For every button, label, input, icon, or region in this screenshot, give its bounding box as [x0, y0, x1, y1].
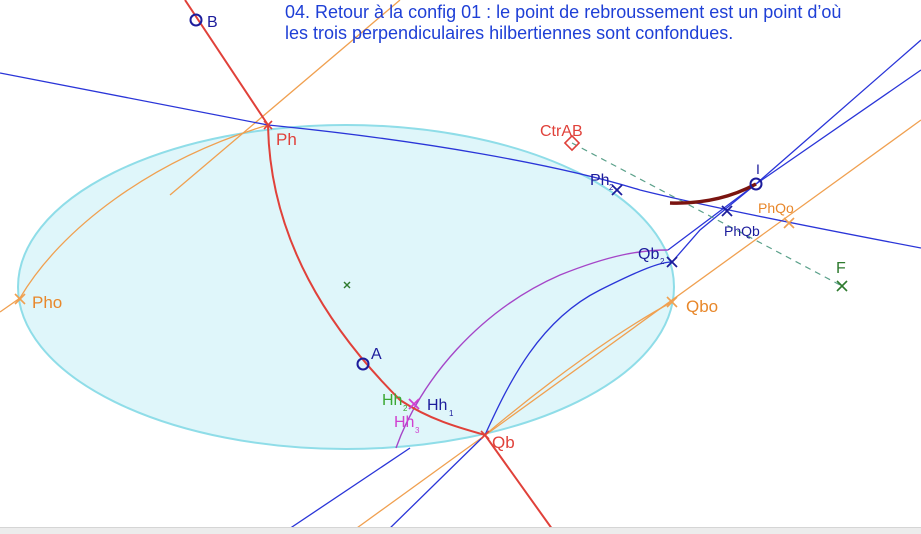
center-mark — [343, 281, 351, 289]
label-Qb2-sub: 2 — [660, 257, 665, 266]
label-Pho: Pho — [32, 293, 62, 312]
label-Ph2: Ph — [590, 172, 610, 189]
cross-Pho[interactable] — [14, 293, 26, 305]
dashed-line — [571, 142, 843, 287]
label-B: B — [207, 14, 218, 31]
label-PhQo: PhQo — [758, 200, 794, 216]
orange-line-lower-a — [349, 119, 921, 533]
cross-Ph2[interactable] — [611, 184, 623, 196]
label-Qbo: Qbo — [686, 297, 718, 316]
cross-Hh[interactable] — [408, 398, 420, 410]
label-PhQb: PhQb — [724, 223, 760, 239]
caption-text: 04. Retour à la config 01 : le point de … — [285, 2, 905, 44]
red-curve — [184, 0, 556, 533]
label-Hh1: Hh — [427, 397, 447, 414]
point-B[interactable] — [189, 13, 203, 27]
cross-F[interactable] — [836, 280, 848, 292]
label-Hh3-sub: 3 — [415, 426, 420, 435]
cross-PhQo[interactable] — [783, 217, 795, 229]
blue-curve-hh — [667, 39, 921, 251]
label-A: A — [371, 346, 382, 363]
blue-curve-qb2 — [671, 69, 921, 263]
cross-Ph[interactable] — [263, 120, 273, 130]
label-Hh2: Hh — [382, 392, 402, 409]
label-Ph2-sub: 2 — [609, 183, 614, 192]
cross-Qbo[interactable] — [666, 296, 678, 308]
bottom-scrollbar[interactable] — [0, 527, 921, 534]
orange-curve-qbo — [484, 301, 673, 436]
cross-Qb[interactable] — [480, 430, 490, 440]
label-Hh1-sub: 1 — [449, 409, 454, 418]
label-I: I — [756, 161, 760, 177]
blue-line-ph — [0, 72, 921, 249]
blue-lines — [0, 39, 921, 533]
blue-line-lower-2 — [384, 434, 486, 533]
orange-line-upper — [169, 0, 401, 196]
point-A[interactable] — [356, 357, 370, 371]
label-Qb2: Qb — [638, 246, 659, 263]
cross-PhQb[interactable] — [721, 205, 733, 217]
caption-line-1: 04. Retour à la config 01 : le point de … — [285, 2, 842, 22]
orange-curve-pho — [0, 124, 269, 313]
purple-curve — [395, 249, 669, 449]
label-Hh2-sub: 2 — [403, 404, 408, 413]
label-F: F — [836, 260, 846, 277]
hilbert-ellipse — [17, 124, 675, 450]
point-I[interactable] — [749, 177, 763, 191]
label-Qb: Qb — [492, 433, 515, 452]
caption-line-2: les trois perpendiculaires hilbertiennes… — [285, 23, 734, 43]
cross-Qb2[interactable] — [666, 256, 678, 268]
point-CtrAB[interactable] — [563, 134, 581, 152]
dark-red-arc — [669, 182, 757, 205]
blue-line-lower-1 — [282, 447, 411, 533]
label-CtrAB: CtrAB — [540, 123, 583, 140]
blue-curve-qb — [484, 261, 673, 436]
label-Hh3: Hh — [394, 414, 414, 431]
label-Ph: Ph — [276, 130, 297, 149]
